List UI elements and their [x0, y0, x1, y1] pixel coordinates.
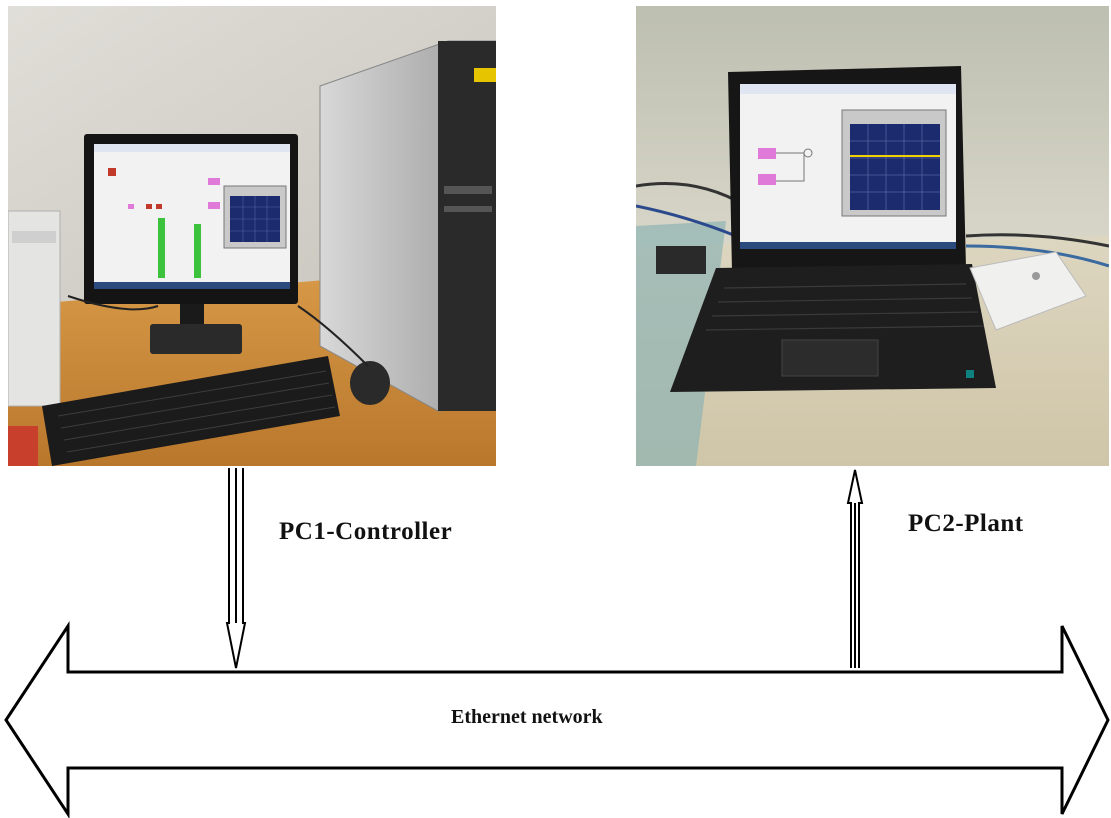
pc2-plant-label: PC2-Plant: [908, 510, 1024, 537]
pc1-controller-photo: [8, 6, 496, 466]
pc1-controller-label: PC1-Controller: [279, 518, 453, 545]
ethernet-network-label: Ethernet network: [451, 706, 603, 728]
pc2-plant-photo: [636, 6, 1109, 466]
ethernet-network-arrow: [4, 621, 1110, 818]
